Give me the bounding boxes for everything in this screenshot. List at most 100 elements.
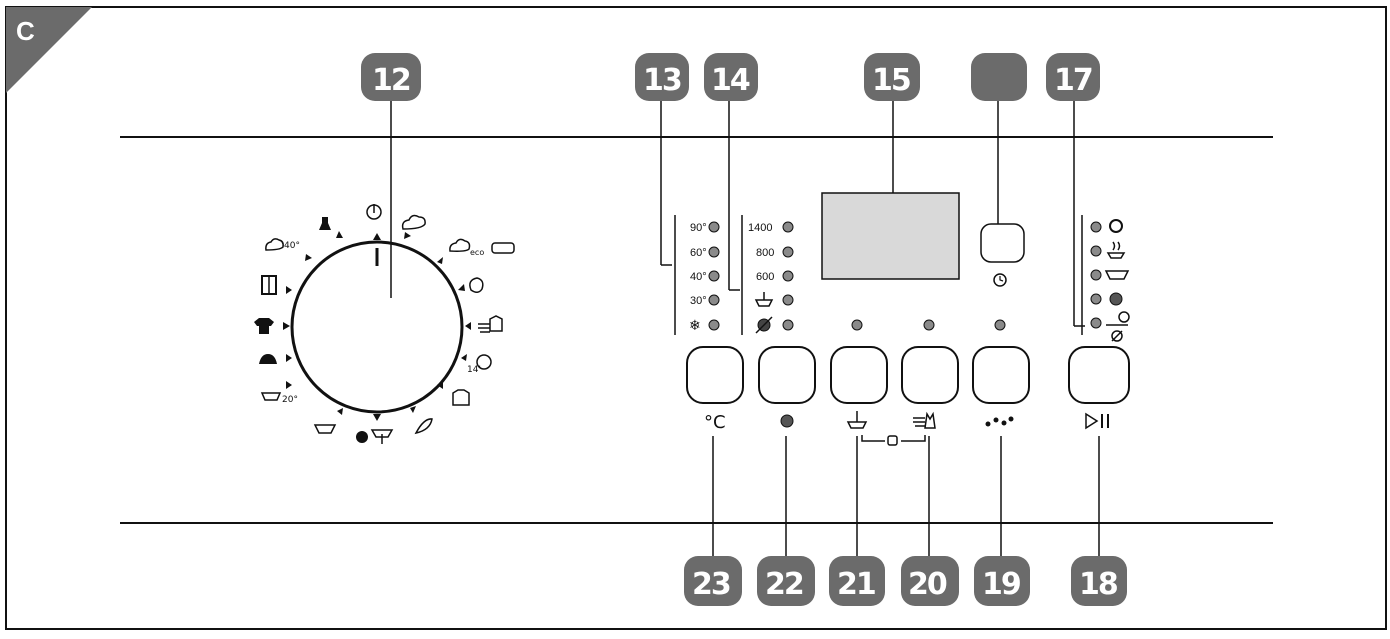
- extra-rinse-icon: [1104, 270, 1130, 280]
- led-30: [708, 294, 720, 306]
- svg-text:13: 13: [643, 63, 681, 98]
- marker: [336, 231, 343, 238]
- led-no-spin: [782, 319, 794, 331]
- no-spin-icon: [755, 316, 773, 334]
- program-dial[interactable]: [290, 240, 464, 414]
- spin-led-list: 1400 800 600: [748, 221, 794, 334]
- marker: [461, 354, 467, 361]
- marker: [283, 322, 290, 330]
- dial-circle[interactable]: [290, 240, 464, 414]
- svg-text:12: 12: [372, 63, 410, 98]
- hand-wash-20-icon: 20°: [260, 392, 298, 405]
- led-90: [708, 221, 720, 233]
- svg-text:eco: eco: [470, 248, 484, 257]
- wool-icon: [259, 354, 277, 364]
- badge-13: 13: [635, 53, 689, 101]
- svg-text:18: 18: [1079, 567, 1118, 602]
- svg-text:40°: 40°: [284, 241, 300, 251]
- lock-icon: [887, 435, 898, 446]
- rinse-hold-button-icon: [846, 411, 868, 429]
- door-lock-end-icon: [1106, 311, 1130, 342]
- badge-21: 21: [829, 556, 885, 606]
- mix-40-icon: 40°: [265, 238, 300, 251]
- svg-text:17: 17: [1054, 63, 1092, 98]
- child-lock-bracket: [861, 435, 926, 446]
- feather-icon: [414, 418, 433, 435]
- svg-text:14: 14: [711, 63, 750, 98]
- prewash-icon: [1106, 241, 1126, 259]
- marker: [465, 322, 471, 330]
- spin-drain-icon: [356, 429, 394, 444]
- cold-snowflake-icon: ❄: [689, 318, 701, 334]
- badge-12: 12: [361, 53, 421, 101]
- aux-led-list: [1090, 219, 1130, 342]
- panel-letter: C: [16, 16, 35, 46]
- led-soil-button: [923, 319, 935, 331]
- led-aux-5: [1090, 317, 1102, 329]
- badge-18: 18: [1071, 556, 1127, 606]
- corner-tag: [6, 7, 92, 93]
- badge-14: 14: [704, 53, 758, 101]
- temp-label-90: 90°: [690, 222, 707, 234]
- svg-text:14': 14': [467, 365, 481, 375]
- steam-button[interactable]: [972, 346, 1030, 404]
- led-aux-3: [1090, 269, 1102, 281]
- marker: [286, 354, 292, 362]
- temp-label-60: 60°: [690, 247, 707, 259]
- temp-button-label: °C: [704, 412, 726, 433]
- steam-button-icon: [985, 416, 1014, 427]
- led-800: [782, 246, 794, 258]
- timer-stain-icon: [469, 277, 484, 293]
- marker-off: [373, 233, 381, 240]
- marker: [337, 408, 343, 415]
- svg-text:15: 15: [872, 63, 910, 98]
- svg-text:22: 22: [765, 567, 803, 602]
- rinse-basin-icon: [313, 424, 337, 434]
- led-rinse-button: [851, 319, 863, 331]
- svg-text:20: 20: [908, 567, 947, 602]
- svg-text:21: 21: [837, 567, 875, 602]
- spin-label-1400: 1400: [748, 222, 772, 234]
- led-rinse-hold: [782, 294, 794, 306]
- svg-text:23: 23: [692, 567, 730, 602]
- marker: [437, 257, 443, 264]
- shirts-icon: [452, 389, 470, 406]
- timer-icon: [1109, 219, 1123, 233]
- temp-label-30: 30°: [690, 295, 707, 307]
- curtain-icon: [261, 275, 277, 295]
- quick-shirt-icon: [478, 315, 503, 333]
- led-cold: [708, 319, 720, 331]
- badge-17: 17: [1046, 53, 1100, 101]
- spin-speed-button[interactable]: [758, 346, 816, 404]
- rinse-hold-button[interactable]: [830, 346, 888, 404]
- start-pause-icon: [1085, 412, 1109, 430]
- svg-text:19: 19: [982, 567, 1020, 602]
- dial-icons: eco 14' 20°: [254, 204, 515, 444]
- temperature-button[interactable]: [686, 346, 744, 404]
- spin-label-600: 600: [756, 271, 774, 283]
- marker: [286, 286, 292, 294]
- led-60: [708, 246, 720, 258]
- badge-23: 23: [684, 556, 742, 606]
- badge-19: 19: [974, 556, 1030, 606]
- marker: [410, 406, 416, 413]
- tshirt-icon: [254, 318, 274, 334]
- start-pause-button[interactable]: [1068, 346, 1130, 404]
- cloud-icon: [401, 214, 426, 230]
- delay-start-button[interactable]: [980, 223, 1025, 263]
- led-aux-1: [1090, 221, 1102, 233]
- flask-icon: [319, 217, 331, 230]
- led-aux-4: [1090, 293, 1102, 305]
- svg-text:20°: 20°: [282, 395, 298, 405]
- digital-display: [821, 192, 960, 280]
- soil-level-button[interactable]: [901, 346, 959, 404]
- marker: [404, 232, 411, 239]
- spin-button-icon: [780, 414, 794, 428]
- soil-button-icon: [913, 411, 936, 429]
- badge-22: 22: [757, 556, 815, 606]
- clock-icon: [993, 273, 1007, 287]
- marker: [437, 381, 443, 389]
- marker: [305, 254, 312, 261]
- power-off-icon: [366, 204, 382, 220]
